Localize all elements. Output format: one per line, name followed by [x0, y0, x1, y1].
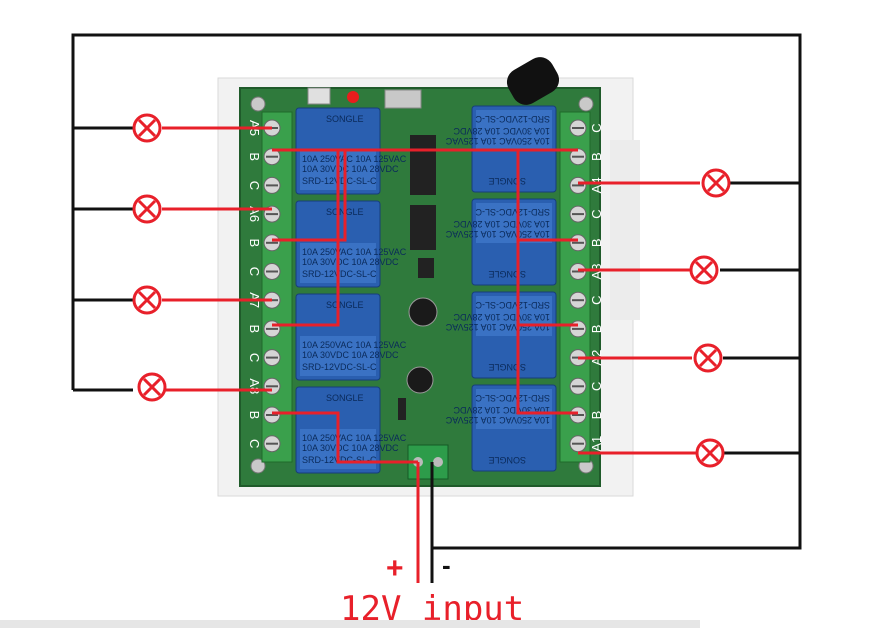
terminal-label: A1 [589, 436, 604, 452]
lamp-icon [693, 343, 723, 373]
terminal-label: C [247, 181, 262, 190]
terminal-label: B [589, 152, 604, 161]
terminal-label: B [247, 325, 262, 334]
bottom-strip [0, 620, 700, 628]
relay-model: SRD-12VDC-SL-C [475, 300, 550, 310]
relay-rating: 10A 30VDC 10A 28VDC [302, 350, 399, 360]
relay-rating: 10A 250VAC 10A 125VAC [445, 415, 550, 425]
relay-brand: SONGLE [326, 393, 364, 403]
relay-rating: 10A 30VDC 10A 28VDC [453, 219, 550, 229]
terminal-label: A4 [589, 177, 604, 193]
relay-rating: 10A 30VDC 10A 28VDC [453, 405, 550, 415]
relay-rating: 10A 30VDC 10A 28VDC [302, 164, 399, 174]
relay-model: SRD-12VDC-SL-C [302, 455, 377, 465]
relay-rating: 10A 250VAC 10A 125VAC [302, 247, 407, 257]
left-terminal-block [261, 111, 293, 463]
relay-rating: 10A 250VAC 10A 125VAC [302, 340, 407, 350]
red-wires [162, 126, 700, 583]
relay-brand: SONGLE [488, 269, 526, 279]
relay-brand: SONGLE [326, 114, 364, 124]
lamps [132, 113, 731, 468]
terminal-label: C [247, 353, 262, 362]
lamp-icon [695, 438, 725, 468]
relay-rating: 10A 250VAC 10A 125VAC [302, 433, 407, 443]
relay-brand: SONGLE [488, 362, 526, 372]
terminal-label: A8 [247, 378, 262, 394]
terminal-label: B [247, 238, 262, 247]
relay-model: SRD-12VDC-SL-C [302, 269, 377, 279]
relay-brand: SONGLE [488, 455, 526, 465]
common-black-wires [71, 33, 802, 583]
relay-rating: 10A 250VAC 10A 125VAC [445, 136, 550, 146]
center-components [307, 87, 438, 420]
supply-plus-label: + [386, 552, 404, 585]
right-terminal-block [559, 111, 591, 463]
terminal-label: C [247, 267, 262, 276]
terminal-label: C [589, 382, 604, 391]
terminal-label: C [589, 209, 604, 218]
relay-model: SRD-12VDC-SL-C [302, 176, 377, 186]
relay-rating: 10A 30VDC 10A 28VDC [302, 443, 399, 453]
terminal-label: B [589, 238, 604, 247]
supply-minus-label: - [442, 550, 451, 580]
relay-rating: 10A 250VAC 10A 125VAC [445, 229, 550, 239]
terminal-label: C [589, 296, 604, 305]
lamp-icon [132, 194, 162, 224]
relay-model: SRD-12VDC-SL-C [475, 114, 550, 124]
relay-brand: SONGLE [326, 300, 364, 310]
relay-rating: 10A 250VAC 10A 125VAC [445, 322, 550, 332]
relay-model: SRD-12VDC-SL-C [475, 207, 550, 217]
terminal-label: B [589, 325, 604, 334]
terminal-label: C [247, 439, 262, 448]
board-casing-side [610, 140, 640, 320]
terminal-label: B [247, 152, 262, 161]
relay-brand: SONGLE [488, 176, 526, 186]
lamp-icon [689, 255, 719, 285]
relay-rating: 10A 250VAC 10A 125VAC [302, 154, 407, 164]
terminal-label: C [589, 123, 604, 132]
left-terminal-screws [263, 119, 281, 453]
terminal-label: B [247, 411, 262, 420]
terminal-label: B [589, 411, 604, 420]
relay-model: SRD-12VDC-SL-C [475, 393, 550, 403]
relay-rating: 10A 30VDC 10A 28VDC [453, 312, 550, 322]
antenna-coil-icon [506, 57, 560, 105]
lamp-icon [137, 372, 167, 402]
lamp-icon [132, 285, 162, 315]
relay-rating: 10A 30VDC 10A 28VDC [453, 126, 550, 136]
lamp-icon [132, 113, 162, 143]
lamp-icon [701, 168, 731, 198]
relay-model: SRD-12VDC-SL-C [302, 362, 377, 372]
relay-rating: 10A 30VDC 10A 28VDC [302, 257, 399, 267]
